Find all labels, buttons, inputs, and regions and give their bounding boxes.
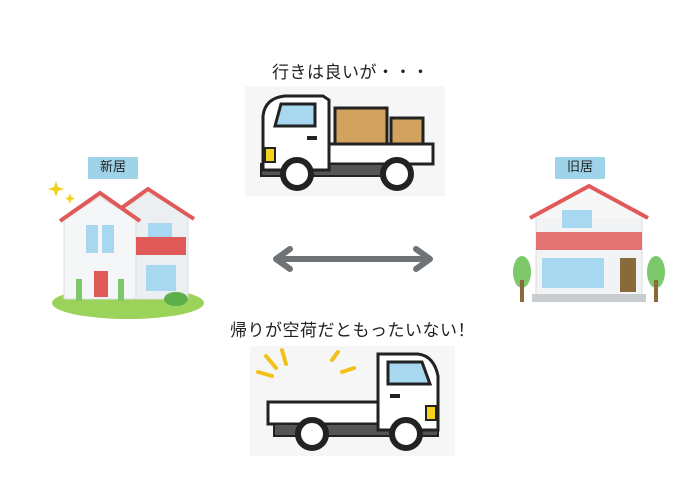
double-arrow-icon (273, 246, 433, 272)
empty-truck-illustration (250, 346, 455, 456)
old-home-label: 旧居 (555, 157, 605, 179)
sparkle-icon (48, 181, 75, 204)
new-house-illustration (48, 181, 204, 319)
cargo-box-large (333, 106, 389, 146)
new-home-label: 新居 (88, 157, 138, 179)
bottom-caption: 帰りが空荷だともったいない！ (230, 321, 475, 341)
motion-lines (256, 348, 356, 378)
cargo-box-small (389, 116, 425, 146)
loaded-truck-illustration (245, 86, 445, 196)
top-caption: 行きは良いが・・・ (272, 63, 430, 83)
old-house-illustration (513, 183, 665, 302)
